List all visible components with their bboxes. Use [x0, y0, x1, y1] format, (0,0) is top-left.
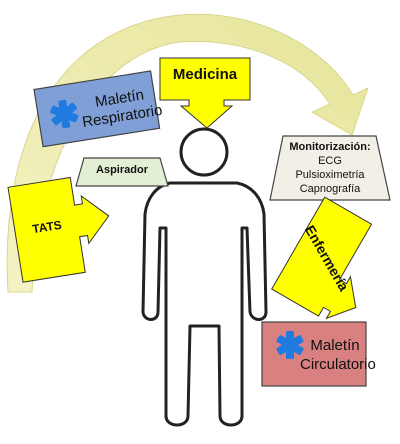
maletin-respiratorio-box — [33, 70, 161, 148]
monitorizacion-title: Monitorización: — [289, 141, 371, 153]
monitorizacion-item: ECG — [318, 155, 342, 167]
medicina-callout — [159, 57, 251, 129]
medicina-label: Medicina — [172, 66, 238, 83]
maletin-circulatorio-line1: Maletín — [310, 337, 360, 354]
figure-head — [179, 127, 229, 177]
maletin-circulatorio-line2: Circulatorio — [300, 356, 376, 373]
aspirador-box — [75, 157, 169, 187]
aspirador-label: Aspirador — [96, 164, 148, 176]
enfermeria-callout — [271, 196, 373, 320]
monitorizacion-item: Pulsioximetría — [295, 169, 365, 181]
human-figure — [141, 127, 268, 427]
tats-callout — [7, 176, 110, 283]
monitorizacion-label: Monitorización: ECG Pulsioximetría Capno… — [274, 140, 386, 196]
monitorizacion-box — [269, 135, 391, 201]
figure-body — [141, 181, 268, 427]
monitorizacion-item: Capnografía — [299, 183, 361, 195]
maletin-circulatorio-label: Maletín Circulatorio — [300, 336, 376, 374]
